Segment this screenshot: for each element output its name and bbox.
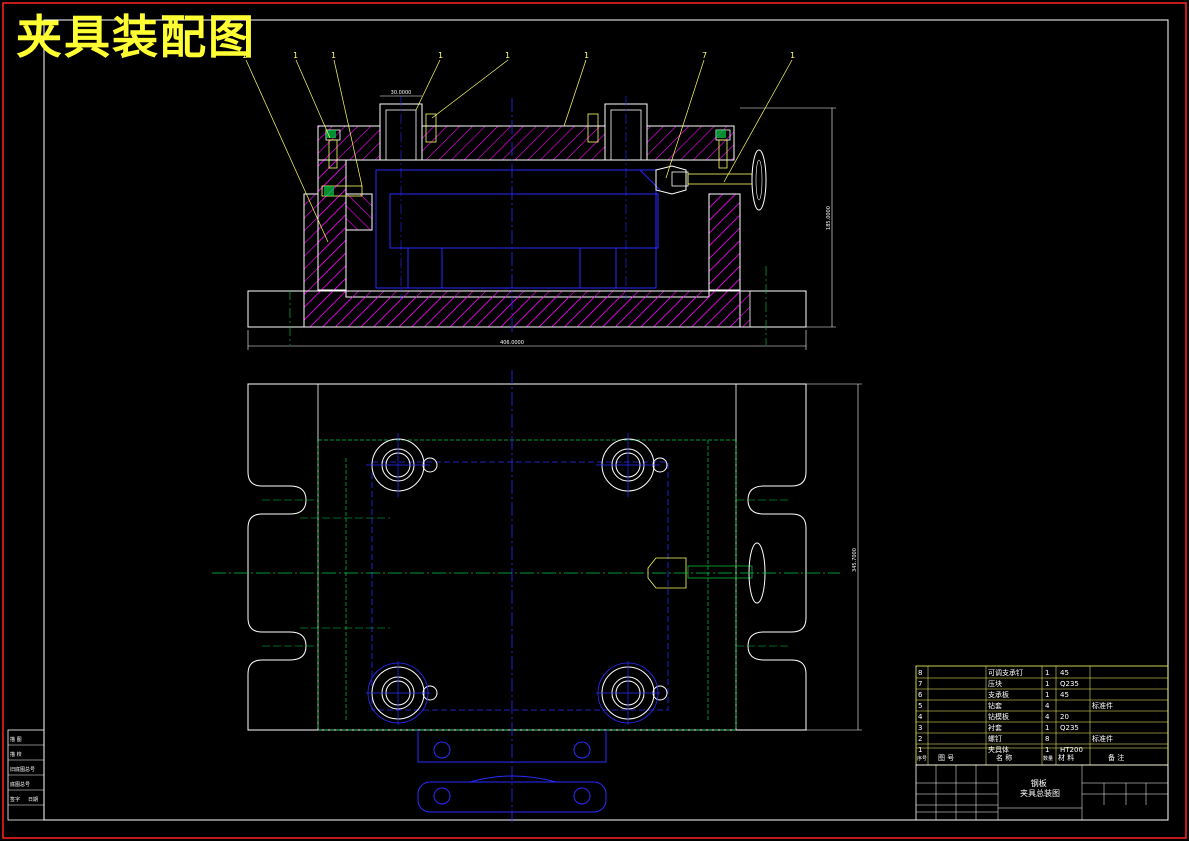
bom-cell-no: 7 <box>918 680 922 688</box>
bom-cell-name: 压块 <box>988 679 1002 688</box>
bom-header-4: 材 料 <box>1058 753 1074 762</box>
bom-cell-name: 钻套 <box>988 701 1002 710</box>
bom-cell-no: 4 <box>918 713 923 721</box>
balloon-5: 1 <box>584 51 589 60</box>
bom-header-5: 备 注 <box>1108 753 1124 762</box>
bom-cell-qty: 1 <box>1045 724 1049 732</box>
bom-header-3: 数量 <box>1043 755 1053 762</box>
bom-cell-no: 1 <box>918 746 922 754</box>
bom-cell-name: 可调支承钉 <box>988 668 1023 677</box>
balloon-1: 1 <box>293 51 298 60</box>
left-strip: 描 图 描 校 旧底图总号 底图总号 签字 日期 <box>7 729 45 821</box>
bom-cell-qty: 1 <box>1045 746 1049 754</box>
bom-cell-name: 夹具体 <box>988 745 1009 754</box>
bom-cell-no: 8 <box>918 669 922 677</box>
balloon-7: 1 <box>790 51 795 60</box>
bom-header-1: 图 号 <box>938 754 954 762</box>
strip-label-3: 底图总号 <box>10 781 30 788</box>
bom-cell-qty: 4 <box>1045 702 1050 710</box>
bom-cell-name: 衬套 <box>988 723 1002 732</box>
bom-cell-qty: 4 <box>1045 713 1050 721</box>
bom-cell-mat: 45 <box>1060 691 1069 699</box>
strip-label-2: 旧底图总号 <box>10 766 35 773</box>
strip-label-4: 签字 <box>10 796 20 803</box>
dim-height-top: 185.0000 <box>826 206 832 230</box>
bom-cell-mat: HT200 <box>1060 746 1083 754</box>
bom-header-2: 名 称 <box>996 753 1012 762</box>
bom-cell-mat: Q235 <box>1060 724 1079 732</box>
bom-cell-name: 钻模板 <box>988 712 1009 721</box>
front-section-view: 406.0000 185.0000 30.0000 1 1 1 1 1 1 7 … <box>242 51 836 350</box>
sheet-border-inner <box>43 19 1169 821</box>
bom-cell-no: 5 <box>918 702 922 710</box>
bom-cell-qty: 1 <box>1045 680 1049 688</box>
balloon-4: 1 <box>505 51 510 60</box>
bom-cell-qty: 1 <box>1045 691 1049 699</box>
bom-cell-no: 3 <box>918 724 922 732</box>
strip-label-1: 描 校 <box>10 751 22 758</box>
balloon-0: 1 <box>242 51 247 60</box>
bom-cell-name: 螺钉 <box>988 734 1002 743</box>
bom-cell-qty: 1 <box>1045 669 1049 677</box>
title-block-name: 钢板 夹具总装图 <box>1020 778 1060 798</box>
bom-cell-name: 支承板 <box>988 690 1009 699</box>
balloon-6: 7 <box>702 51 707 60</box>
bom-cell-qty: 8 <box>1045 735 1049 743</box>
bom-cell-no: 6 <box>918 691 923 699</box>
drawing-title: 夹具装配图 <box>16 10 256 64</box>
plan-view: 345.7000 <box>212 370 862 822</box>
dim-bore-top: 30.0000 <box>391 90 412 96</box>
strip-label-5: 日期 <box>28 797 38 803</box>
dim-depth-plan: 345.7000 <box>852 548 858 572</box>
dim-width-top: 406.0000 <box>500 340 524 346</box>
bom-cell-mat: 20 <box>1060 713 1069 721</box>
strip-label-0: 描 图 <box>10 736 22 743</box>
balloon-2: 1 <box>331 51 336 60</box>
bom-cell-mat: Q235 <box>1060 680 1079 688</box>
bom-cell-note: 标准件 <box>1092 734 1113 743</box>
balloon-3: 1 <box>438 51 443 60</box>
bom-cell-mat: 45 <box>1060 669 1069 677</box>
bom-header-0: 序号 <box>917 755 927 762</box>
bom-cell-note: 标准件 <box>1092 701 1113 710</box>
bom-cell-no: 2 <box>918 735 922 743</box>
